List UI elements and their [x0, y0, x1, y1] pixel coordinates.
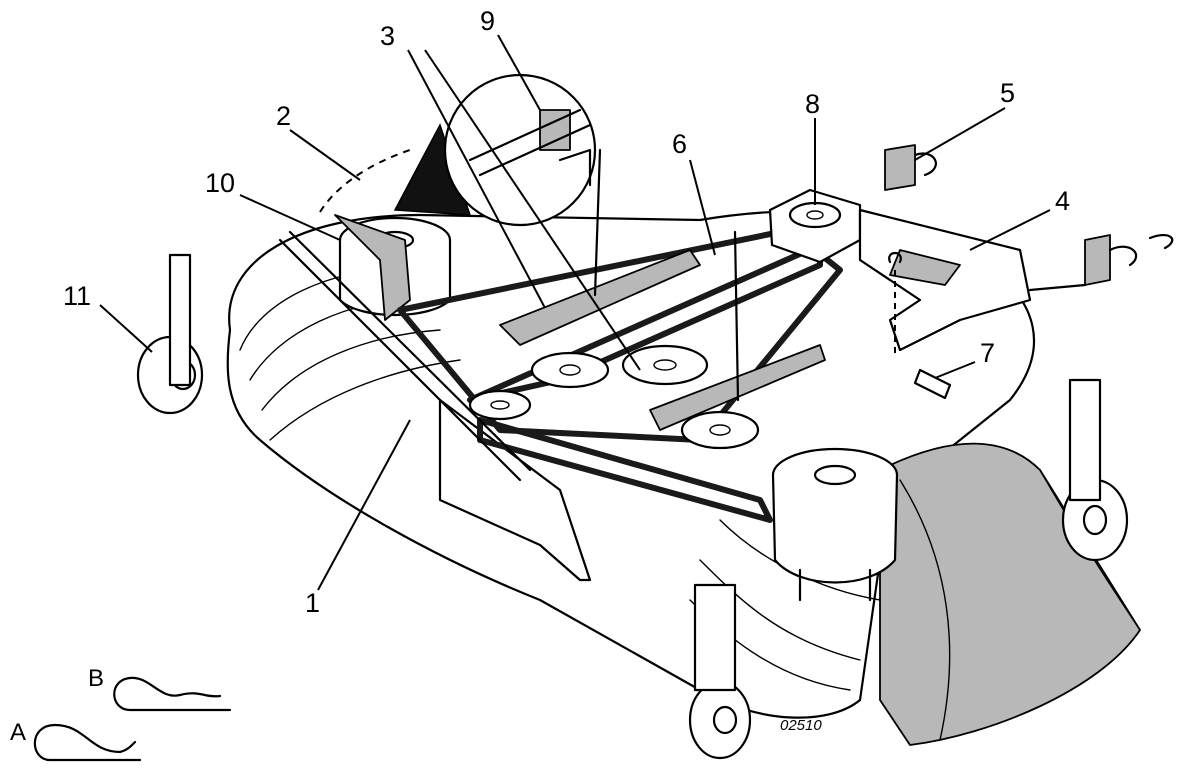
callout-8: 8	[805, 89, 820, 119]
inset-detail	[393, 73, 597, 227]
left-spindle-housing	[334, 214, 452, 321]
callout-6: 6	[672, 129, 687, 159]
lift-link-pins	[884, 144, 1174, 292]
linkage-rods	[278, 148, 740, 482]
callout-11: 11	[63, 281, 91, 311]
callout-5: 5	[1000, 78, 1015, 108]
left-rear-gauge-wheel	[136, 253, 204, 415]
figure-code: 02510	[780, 717, 822, 734]
hairpin-clip-a-icon	[33, 723, 142, 762]
pin-label-b: B	[88, 665, 104, 692]
hairpin-clip-b-icon	[113, 676, 232, 712]
callout-leaders	[99, 34, 1051, 591]
idler-pulleys	[468, 344, 760, 450]
front-baffle-plate	[438, 398, 592, 582]
pivot-pin	[888, 251, 952, 400]
discharge-chute	[879, 442, 1141, 746]
callout-4: 4	[1055, 186, 1070, 216]
right-hanger-bracket	[858, 208, 1032, 352]
front-gauge-wheel	[688, 583, 752, 760]
callout-1: 1	[305, 588, 320, 618]
callout-9: 9	[480, 6, 495, 36]
callout-10: 10	[205, 168, 235, 198]
callout-3: 3	[380, 21, 395, 51]
pin-label-a: A	[10, 719, 26, 746]
callout-2: 2	[276, 101, 291, 131]
dashed-rod-outline	[319, 149, 411, 213]
right-spindle-housing	[771, 447, 899, 602]
callout-7: 7	[980, 338, 995, 368]
right-rear-gauge-wheel	[1061, 378, 1129, 562]
